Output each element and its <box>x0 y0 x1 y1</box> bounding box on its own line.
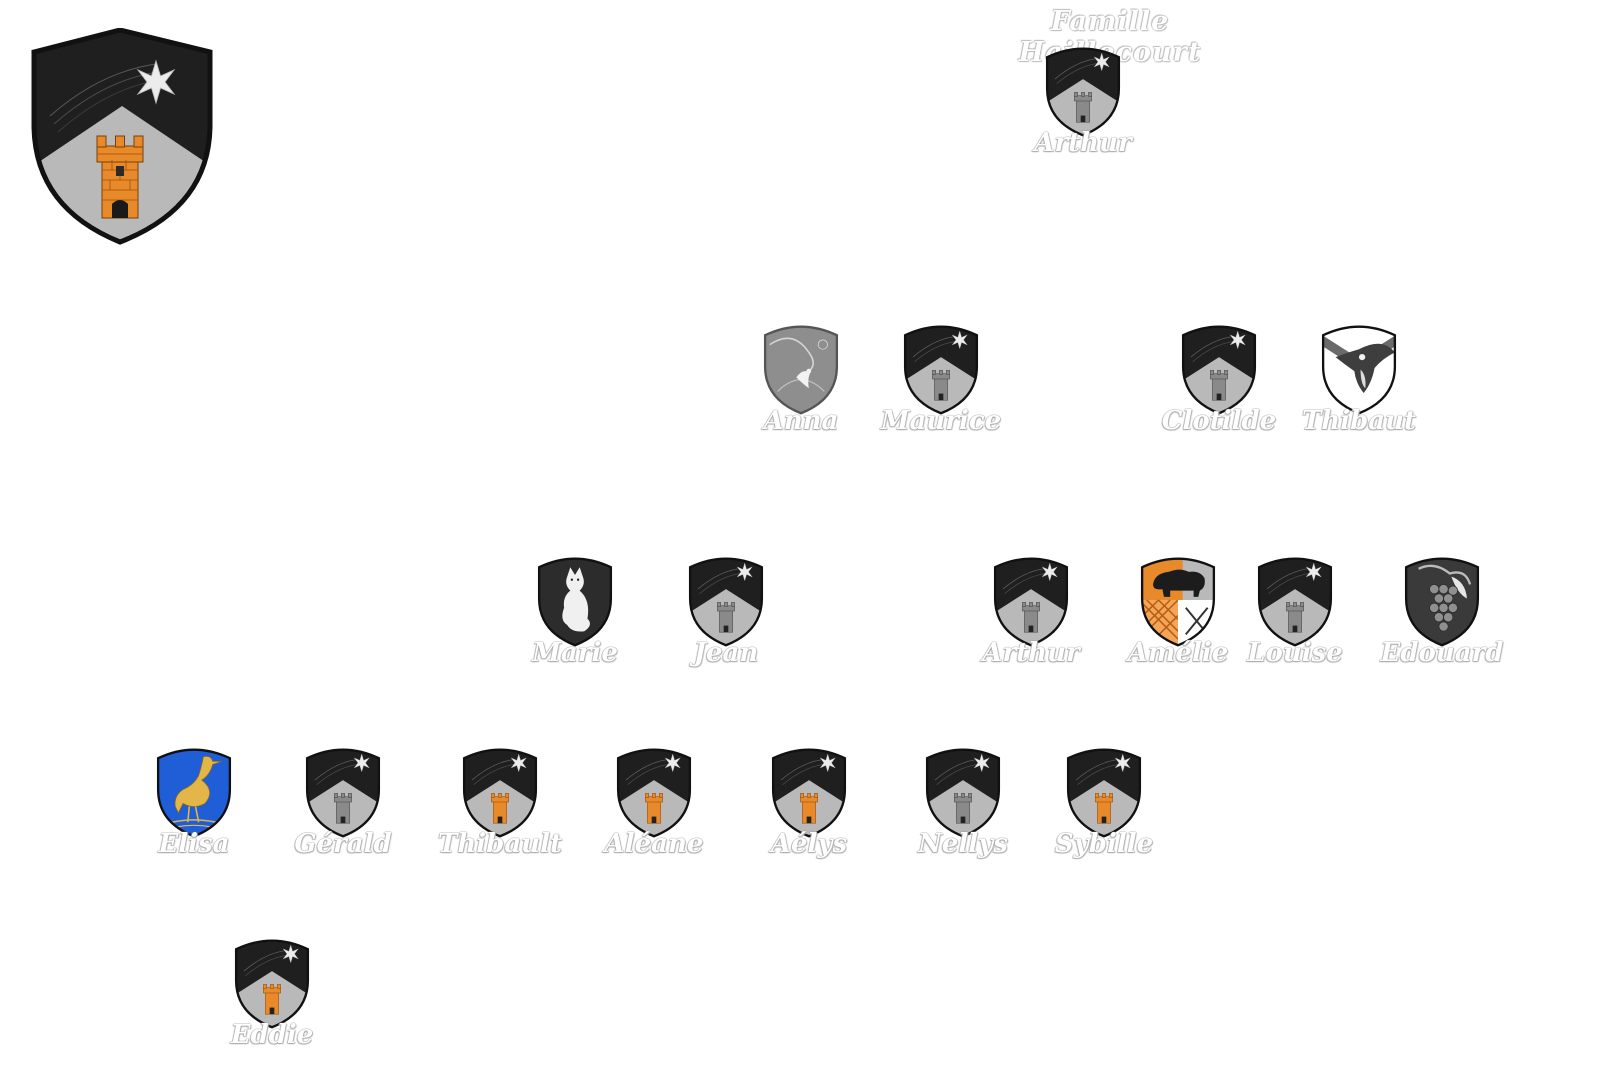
member-name: Louise <box>1247 638 1343 668</box>
member-name: Arthur <box>1034 128 1132 158</box>
member-elisa: Elisa <box>124 743 264 873</box>
member-name: Maurice <box>880 406 1002 436</box>
member-name: Nellys <box>918 829 1008 859</box>
house-orange-tower-crest-icon <box>461 743 539 839</box>
member-sybille: Sybille <box>1034 743 1174 873</box>
house-grey-tower-crest-icon <box>924 743 1002 839</box>
house-grey-tower-crest-icon <box>1044 42 1122 138</box>
bear-crest-icon <box>1139 552 1217 648</box>
fox-crest-icon <box>536 552 614 648</box>
member-aleane: Aléane <box>584 743 724 873</box>
member-name: Clotilde <box>1161 406 1277 436</box>
member-name: Elisa <box>158 829 230 859</box>
house-grey-tower-crest-icon <box>304 743 382 839</box>
member-amelie: Amélie <box>1108 552 1248 682</box>
member-name: Amélie <box>1127 638 1229 668</box>
house-grey-tower-crest-icon <box>687 552 765 648</box>
grapes-crest-icon <box>1403 552 1481 648</box>
member-clotilde: Clotilde <box>1149 320 1289 450</box>
member-maurice: Maurice <box>871 320 1011 450</box>
house-orange-tower-crest-icon <box>615 743 693 839</box>
member-name: Marie <box>532 638 618 668</box>
member-name: Arthur <box>982 638 1080 668</box>
house-grey-tower-crest-icon <box>902 320 980 416</box>
member-name: Thibault <box>438 829 562 859</box>
member-name: Gérald <box>294 829 392 859</box>
house-orange-tower-crest-icon <box>770 743 848 839</box>
member-name: Eddie <box>230 1020 314 1050</box>
member-marie: Marie <box>505 552 645 682</box>
member-name: Jean <box>693 638 759 668</box>
grey-bird-crest-icon <box>762 320 840 416</box>
heron-crest-icon <box>155 743 233 839</box>
member-name: Aélys <box>770 829 848 859</box>
main-coat-of-arms <box>30 28 214 246</box>
member-gerald: Gérald <box>273 743 413 873</box>
house-grey-tower-crest-icon <box>1180 320 1258 416</box>
house-grey-tower-crest-icon <box>1256 552 1334 648</box>
member-edouard: Edouard <box>1372 552 1512 682</box>
member-anna: Anna <box>731 320 871 450</box>
member-thibault: Thibault <box>430 743 570 873</box>
member-name: Sybille <box>1054 829 1154 859</box>
member-aelys: Aélys <box>739 743 879 873</box>
member-jean: Jean <box>656 552 796 682</box>
member-name: Thibaut <box>1301 406 1417 436</box>
member-name: Aléane <box>604 829 704 859</box>
member-arthur-root: Arthur <box>1013 42 1153 172</box>
member-name: Anna <box>763 406 839 436</box>
member-thibaut-eagle: Thibaut <box>1289 320 1429 450</box>
house-grey-tower-crest-icon <box>992 552 1070 648</box>
member-arthur-2: Arthur <box>961 552 1101 682</box>
eagle-crest-icon <box>1320 320 1398 416</box>
member-louise: Louise <box>1225 552 1365 682</box>
member-name: Edouard <box>1380 638 1504 668</box>
member-eddie: Eddie <box>202 934 342 1064</box>
house-orange-tower-crest-icon <box>1065 743 1143 839</box>
house-orange-tower-crest-icon <box>233 934 311 1030</box>
member-nellys: Nellys <box>893 743 1033 873</box>
